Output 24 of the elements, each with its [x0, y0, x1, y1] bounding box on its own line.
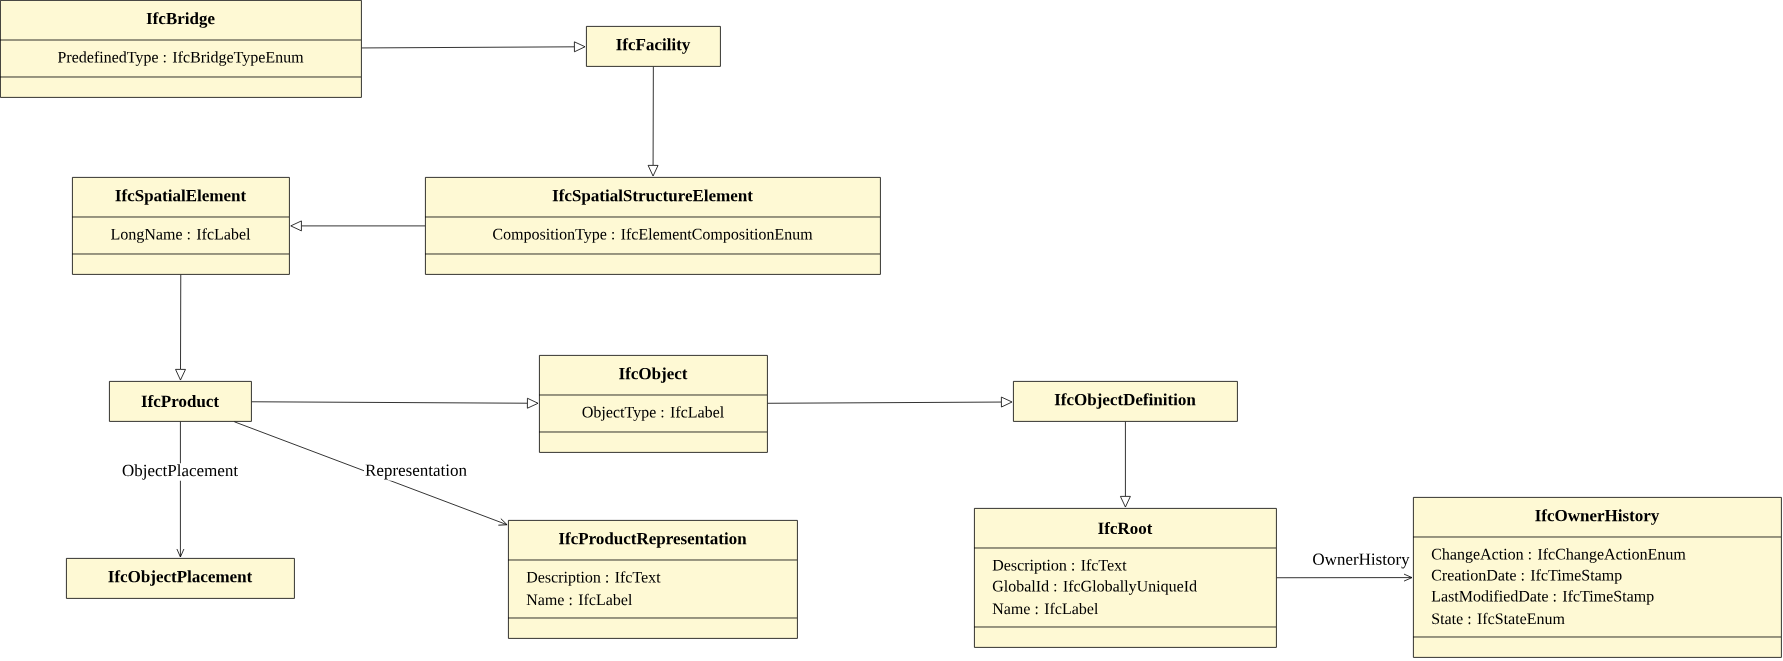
generalization-arrow	[361, 41, 586, 53]
class-box: IfcObjectPlacement	[66, 558, 295, 599]
generalization-arrow	[175, 274, 186, 381]
class-box: IfcProductRepresentation Description : IfcText Name : IfcLabel	[507, 520, 798, 639]
class-box: IfcSpatialElement LongName : IfcLabel	[71, 177, 290, 275]
class-box: IfcProduct	[109, 381, 252, 422]
class-box: IfcRoot Description : IfcText GlobalId : IfcGloballyUniqueId Name : IfcLabel	[973, 508, 1277, 648]
generalization-arrow	[1120, 421, 1131, 508]
class-box: IfcBridge PredefinedType : IfcBridgeTypeEnum	[0, 0, 362, 98]
generalization-arrow	[251, 397, 539, 409]
class-box: IfcOwnerHistory ChangeAction : IfcChangeActionEnum CreationDate : IfcTimeStamp LastModifiedDate : IfcTimeStamp State : IfcStateEnum	[1412, 497, 1782, 658]
class-box: IfcObject ObjectType : IfcLabel	[538, 355, 768, 453]
class-box: IfcSpatialStructureElement CompositionType : IfcElementCompositionEnum	[424, 177, 881, 275]
class-box: IfcObjectDefinition	[1013, 381, 1238, 422]
association-arrow	[176, 421, 185, 558]
generalization-arrow	[647, 66, 659, 177]
edge-label: OwnerHistory	[1311, 552, 1411, 570]
edge-label: ObjectPlacement	[120, 463, 240, 481]
generalization-arrow	[767, 396, 1013, 408]
class-box: IfcFacility	[586, 26, 721, 67]
association-arrow	[1276, 573, 1413, 582]
generalization-arrow	[290, 220, 426, 232]
association-arrow	[233, 421, 508, 526]
edge-label: Representation	[364, 463, 468, 481]
